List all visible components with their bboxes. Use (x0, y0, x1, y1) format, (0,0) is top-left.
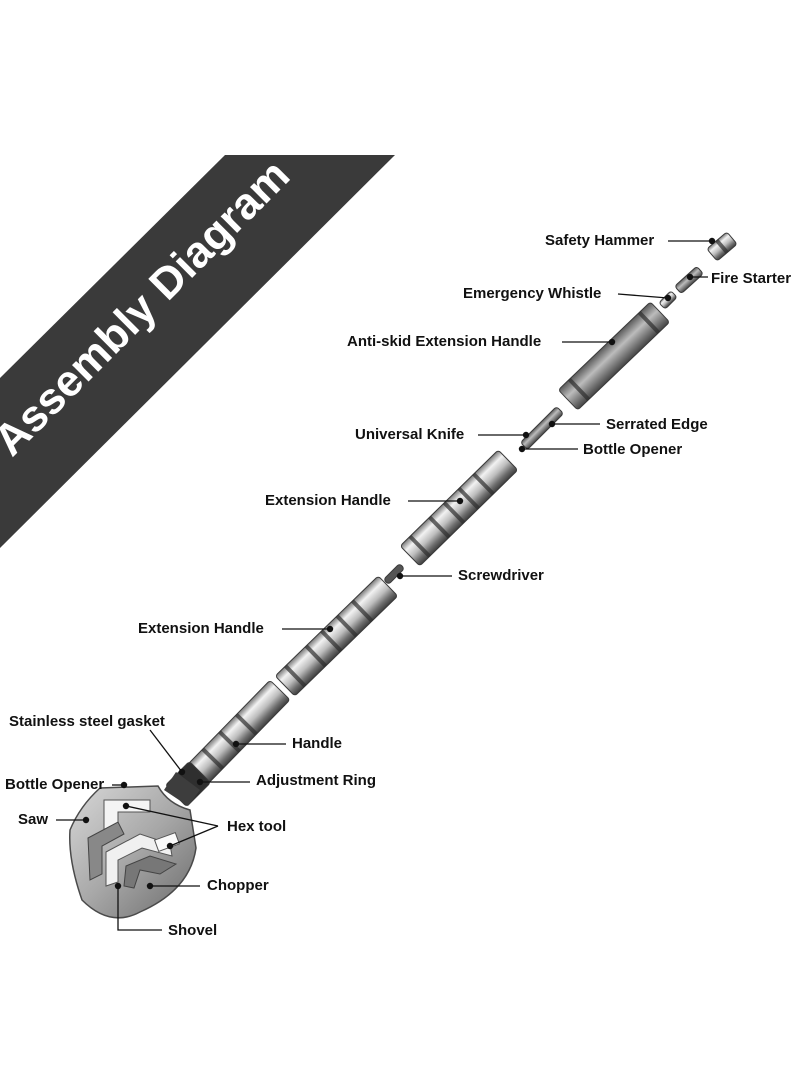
label-bottle-opener-shovel: Bottle Opener (5, 776, 104, 793)
leader-hex-tool-1-dot (122, 802, 130, 810)
shovel-head (69, 772, 200, 919)
leader-bottle-opener-top-dot (518, 445, 526, 453)
universal-knife-part (521, 407, 563, 449)
leader-hex-tool-1 (125, 805, 219, 827)
label-screwdriver: Screwdriver (458, 567, 544, 584)
leader-extension-handle-2-dot (326, 625, 334, 633)
leader-hex-tool-2 (169, 825, 219, 847)
screwdriver-part (384, 564, 404, 584)
leader-chopper-dot (146, 882, 154, 890)
leader-screwdriver-dot (396, 572, 404, 580)
leader-dots (82, 237, 716, 890)
extension-handle-part-1 (400, 450, 518, 566)
leader-emergency-whistle (617, 293, 669, 299)
extension-handle-part-2 (275, 576, 398, 696)
leader-shovel-dot (114, 882, 122, 890)
leader-bottle-opener-shovel-dot (120, 781, 128, 789)
label-bottle-opener-top: Bottle Opener (583, 441, 682, 458)
label-extension-handle-1: Extension Handle (265, 492, 391, 509)
leader-safety-hammer-dot (708, 237, 716, 245)
leader-universal-knife-dot (522, 431, 530, 439)
leader-serrated-edge-dot (548, 420, 556, 428)
label-emergency-whistle: Emergency Whistle (463, 285, 601, 302)
label-serrated-edge: Serrated Edge (606, 416, 708, 433)
label-chopper: Chopper (207, 877, 269, 894)
label-universal-knife: Universal Knife (355, 426, 464, 443)
leader-emergency-whistle-dot (664, 294, 672, 302)
leader-hex-tool-2-dot (166, 842, 174, 850)
leader-saw-dot (82, 816, 90, 824)
tool-assembly (166, 232, 737, 806)
handle-part (186, 680, 290, 786)
label-fire-starter: Fire Starter (711, 270, 791, 287)
banner-background (0, 155, 395, 548)
leader-stainless-gasket (149, 729, 183, 773)
label-anti-skid-handle: Anti-skid Extension Handle (347, 333, 541, 350)
label-safety-hammer: Safety Hammer (545, 232, 654, 249)
leader-stainless-gasket-dot (178, 768, 186, 776)
label-handle: Handle (292, 735, 342, 752)
leader-extension-handle-1-dot (456, 497, 464, 505)
label-adjustment-ring: Adjustment Ring (256, 772, 376, 789)
banner-title: Assembly Diagram (0, 150, 299, 465)
label-shovel: Shovel (168, 922, 217, 939)
label-hex-tool: Hex tool (227, 818, 286, 835)
leader-lines (56, 240, 712, 931)
leader-fire-starter-dot (686, 273, 694, 281)
leader-anti-skid-dot (608, 338, 616, 346)
leader-shovel (117, 886, 162, 931)
label-extension-handle-2: Extension Handle (138, 620, 264, 637)
anti-skid-handle-part (559, 302, 669, 410)
label-saw: Saw (18, 811, 48, 828)
leader-handle-dot (232, 740, 240, 748)
safety-hammer-part (707, 232, 737, 261)
leader-adjustment-ring-dot (196, 778, 204, 786)
label-stainless-gasket: Stainless steel gasket (9, 713, 165, 730)
